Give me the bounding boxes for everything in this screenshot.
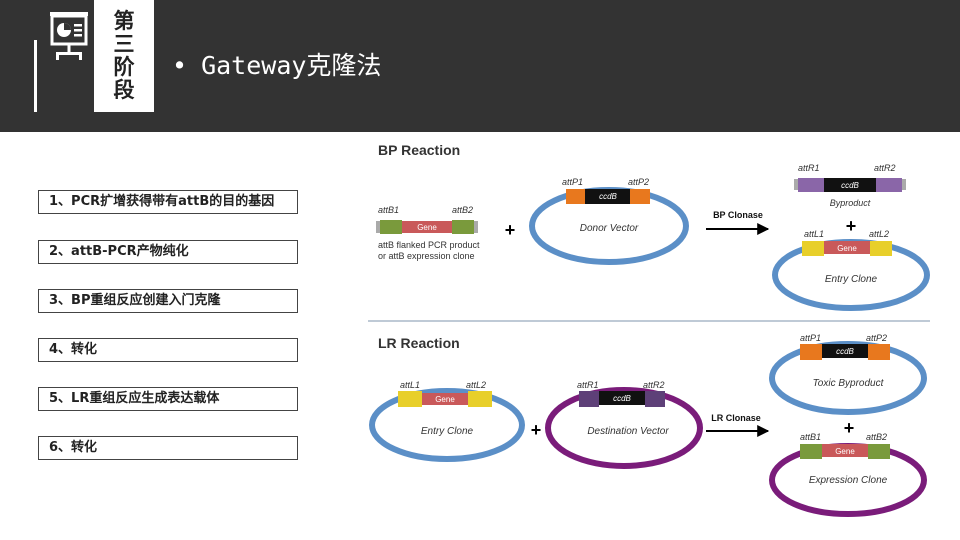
lr-entry-clone: Gene attL1 attL2 Entry Clone	[369, 380, 525, 462]
step-item: 4、转化	[38, 338, 298, 362]
header-bar: 第 三 阶 段 • Gateway克隆法	[0, 0, 960, 132]
destination-name: Destination Vector	[587, 426, 669, 437]
bp-insert-caption-2: or attB expression clone	[378, 251, 475, 261]
attl1-label: attL1	[804, 229, 824, 239]
stage-char: 第	[113, 9, 135, 33]
title-text: Gateway克隆法	[201, 51, 382, 80]
stage-tab: 第 三 阶 段	[94, 0, 154, 112]
stage-char: 三	[113, 32, 135, 56]
bp-byproduct: attR1 attR2 ccdB Byproduct	[794, 163, 906, 208]
toxic-byproduct: ccdB attP1 attP2 Toxic Byproduct	[769, 333, 927, 415]
bp-insert-caption-1: attB flanked PCR product	[378, 240, 480, 250]
gene-segment	[422, 393, 468, 405]
attr1-label: attR1	[798, 163, 820, 173]
bp-insert-right-label: attB2	[452, 205, 473, 215]
ccdb-segment	[822, 344, 868, 358]
lr-title: LR Reaction	[378, 335, 460, 351]
entry-name: Entry Clone	[421, 426, 474, 437]
ccdb-segment	[824, 178, 876, 192]
bp-entry-clone: Gene attL1 attL2 Entry Clone	[772, 229, 930, 311]
ccdb-segment	[585, 189, 631, 204]
attb2-site	[452, 220, 474, 234]
ccdb-segment	[599, 391, 645, 405]
stage-label: 第 三 阶 段	[94, 10, 154, 102]
attl1-label: attL1	[400, 380, 420, 390]
destination-ring	[545, 387, 703, 469]
attp1-site	[566, 189, 586, 204]
presentation-board-icon	[48, 10, 90, 67]
attb2-site	[868, 444, 890, 459]
gene-segment	[824, 241, 870, 254]
header-accent-line	[34, 40, 37, 112]
bp-clonase-label: BP Clonase	[713, 210, 763, 220]
step-item: 3、BP重组反应创建入门克隆	[38, 289, 298, 313]
entry-name: Entry Clone	[825, 274, 878, 285]
lr-clonase-label: LR Clonase	[711, 413, 761, 423]
title-bullet: •	[172, 51, 188, 80]
attl1-site	[398, 391, 422, 407]
attp2-site	[868, 344, 890, 360]
ccdb-label: ccdB	[599, 192, 617, 201]
attr2-site	[645, 391, 665, 407]
attp2-label: attP2	[628, 177, 649, 187]
stage-char: 阶	[113, 55, 135, 79]
byproduct-name: Byproduct	[830, 198, 871, 208]
lr-plus-2: +	[844, 418, 855, 438]
attr2-site	[876, 178, 902, 192]
attp1-label: attP1	[800, 333, 821, 343]
gene-label: Gene	[837, 244, 857, 253]
gene-label: Gene	[835, 447, 855, 456]
attl2-label: attL2	[869, 229, 889, 239]
attp2-site	[630, 189, 650, 204]
gene-segment	[402, 221, 452, 233]
gene-label: Gene	[417, 223, 437, 232]
expression-clone: Gene attB1 attB2 Expression Clone	[769, 432, 927, 517]
attl2-label: attL2	[466, 380, 486, 390]
step-item: 6、转化	[38, 436, 298, 460]
stage-char: 段	[113, 78, 135, 102]
attr1-label: attR1	[577, 380, 599, 390]
bp-insert: attB1 attB2 Gene attB flanked PCR produc…	[376, 205, 480, 261]
attl1-site	[802, 241, 824, 256]
attp2-label: attP2	[866, 333, 887, 343]
step-item: 1、PCR扩增获得带有attB的目的基因	[38, 190, 298, 214]
attp1-label: attP1	[562, 177, 583, 187]
attl2-site	[870, 241, 892, 256]
bp-plus: +	[505, 220, 516, 240]
attr1-site	[579, 391, 599, 407]
page-title: • Gateway克隆法	[172, 48, 381, 84]
bp-title: BP Reaction	[378, 142, 460, 158]
destination-vector: ccdB attR1 attR2 Destination Vector	[545, 380, 703, 469]
step-item: 2、attB-PCR产物纯化	[38, 240, 298, 264]
attb2-label: attB2	[866, 432, 887, 442]
attb1-site	[380, 220, 402, 234]
entry-ring	[369, 388, 525, 462]
expression-name: Expression Clone	[809, 475, 888, 486]
gene-label: Gene	[435, 395, 455, 404]
attl2-site	[468, 391, 492, 407]
attb1-label: attB1	[800, 432, 821, 442]
lr-plus: +	[531, 420, 542, 440]
bp-insert-left-label: attB1	[378, 205, 399, 215]
bp-plus-2: +	[846, 216, 857, 236]
ccdb-label: ccdB	[841, 181, 859, 190]
donor-name: Donor Vector	[580, 223, 639, 234]
attr2-label: attR2	[874, 163, 896, 173]
donor-vector: ccdB attP1 attP2 Donor Vector	[529, 177, 689, 265]
gene-segment	[822, 444, 868, 457]
step-item: 5、LR重组反应生成表达载体	[38, 387, 298, 411]
attr1-site	[798, 178, 824, 192]
attb1-site	[800, 444, 822, 459]
attp1-site	[800, 344, 822, 360]
attr2-label: attR2	[643, 380, 665, 390]
ccdb-label: ccdB	[836, 347, 854, 356]
toxic-name: Toxic Byproduct	[813, 378, 885, 389]
ccdb-label: ccdB	[613, 394, 631, 403]
